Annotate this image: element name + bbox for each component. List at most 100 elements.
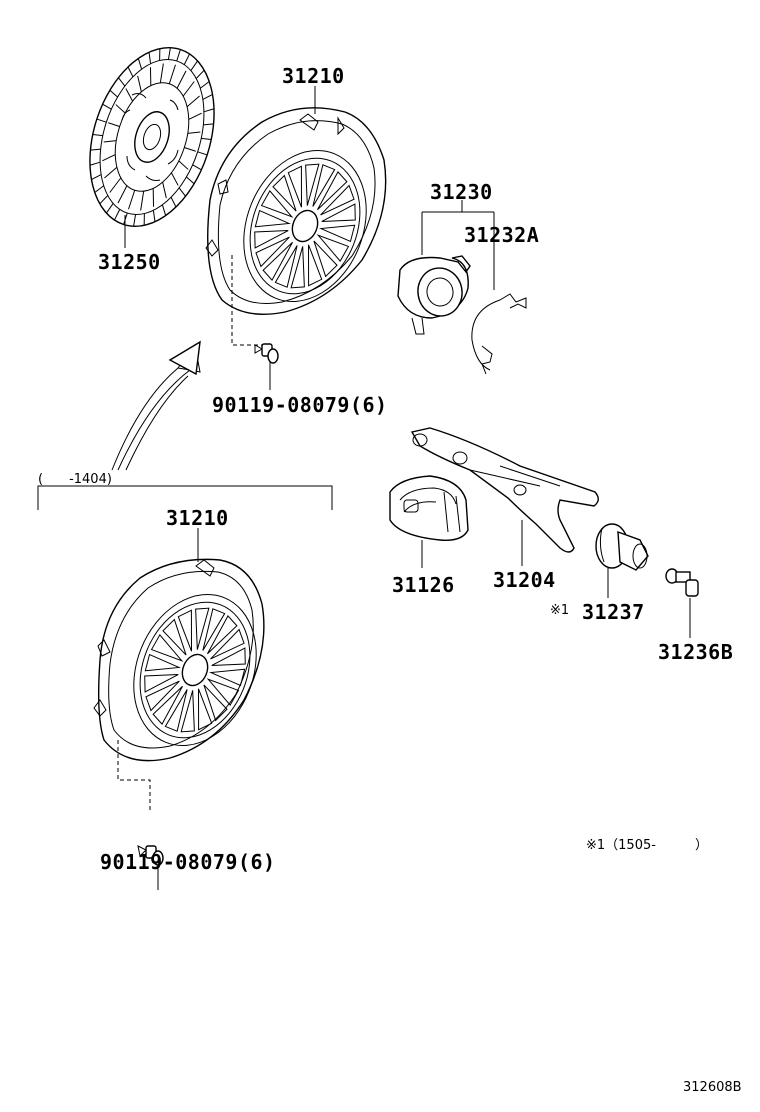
disc-facing-line xyxy=(186,95,200,108)
disc-tooth xyxy=(178,187,186,197)
bolt-dash-bottom xyxy=(117,740,151,810)
illustration-ref: 312608B xyxy=(683,1080,742,1095)
disc-tooth xyxy=(118,77,126,87)
diaphragm-finger xyxy=(144,674,179,693)
disc-tooth xyxy=(186,176,195,185)
diaphragm-finger xyxy=(287,165,302,208)
label-31232a: 31232A xyxy=(464,223,540,247)
disc-tooth xyxy=(90,148,101,151)
boot-icon xyxy=(389,475,469,541)
diaphragm-finger xyxy=(144,653,181,672)
diaphragm-finger xyxy=(210,628,245,660)
disc-tooth xyxy=(203,108,215,113)
diaphragm-finger xyxy=(177,609,192,652)
disc-tooth xyxy=(176,49,181,62)
diaphragm-finger xyxy=(211,647,246,666)
diaphragm-finger xyxy=(254,230,289,249)
disc-tooth xyxy=(152,210,156,222)
disc-tooth xyxy=(137,58,143,70)
disc-facing-line xyxy=(162,181,167,199)
disc-facing-line xyxy=(117,185,128,204)
disc-facing-line xyxy=(104,166,118,179)
disc-tooth xyxy=(199,81,210,89)
disc-facing-line xyxy=(102,154,116,162)
diaphragm-finger xyxy=(162,618,187,656)
label-31210-top: 31210 xyxy=(282,64,345,88)
disc-tooth xyxy=(148,52,152,64)
diaphragm-finger xyxy=(320,184,355,216)
diaphragm-finger xyxy=(305,163,320,206)
disc-tooth xyxy=(96,118,107,123)
release-fork-icon xyxy=(410,427,599,553)
label-31126: 31126 xyxy=(392,573,455,597)
label-31230: 31230 xyxy=(430,180,493,204)
diaphragm-finger xyxy=(317,171,348,211)
diaphragm-finger xyxy=(254,209,291,228)
disc-facing-line xyxy=(128,190,136,210)
disc-facing-line xyxy=(187,131,201,134)
diaphragm-finger xyxy=(262,241,293,281)
disc-facing-line xyxy=(170,172,179,186)
label-31204: 31204 xyxy=(493,568,556,592)
disc-facing-line xyxy=(168,64,176,84)
disc-tooth xyxy=(190,60,198,71)
disc-tooth xyxy=(91,174,102,180)
date-range-top: ( -1404) xyxy=(38,472,112,487)
diaphragm-finger xyxy=(308,244,323,287)
diaphragm-finger xyxy=(198,688,213,731)
label-31236b: 31236B xyxy=(658,640,734,664)
disc-facing-line xyxy=(184,147,196,152)
diaphragm-finger xyxy=(272,174,297,212)
diaphragm-finger xyxy=(195,607,210,650)
disc-tooth xyxy=(201,137,212,140)
disc-facing-line xyxy=(103,140,117,143)
diaphragm-finger xyxy=(145,680,180,712)
disc-facing-line xyxy=(188,112,202,120)
label-bolt-bottom: 90119-08079(6) xyxy=(100,850,276,874)
disc-tooth xyxy=(183,53,191,65)
bolt-icon xyxy=(137,845,164,866)
diaphragm-finger xyxy=(180,690,195,733)
disc-facing-line xyxy=(140,191,145,211)
disc-facing-line xyxy=(182,81,195,97)
diaphragm-finger xyxy=(152,685,183,725)
diaphragm-finger xyxy=(274,245,298,288)
bolt-dash-top xyxy=(231,255,262,346)
diaphragm-finger xyxy=(316,234,350,262)
disc-tooth xyxy=(195,69,205,79)
arrow-head xyxy=(168,340,201,376)
pressure-plate-icon xyxy=(205,107,387,315)
disc-tooth xyxy=(94,185,105,193)
disc-tooth xyxy=(127,66,134,77)
stud-icon xyxy=(665,568,699,597)
diaphragm-finger xyxy=(202,608,226,651)
disc-tooth xyxy=(102,103,112,110)
disc-facing-line xyxy=(115,104,126,114)
pivot-icon xyxy=(595,523,649,571)
diaphragm-finger xyxy=(150,634,184,662)
mark-31237: ※1 xyxy=(550,603,570,618)
pressure-plate-icon xyxy=(93,558,265,762)
disc-facing-line xyxy=(108,122,120,127)
label-bolt-top: 90119-08079(6) xyxy=(212,393,388,417)
diaphragm-finger xyxy=(206,678,240,706)
disc-tooth xyxy=(133,214,137,227)
disc-facing-line xyxy=(159,63,164,83)
disc-tooth xyxy=(192,164,202,171)
release-bearing-icon xyxy=(397,255,471,335)
arrow-shaft xyxy=(111,367,189,471)
disc-tooth xyxy=(92,134,103,137)
footnote: ※1（1505- ） xyxy=(586,838,708,853)
diaphragm-finger xyxy=(321,203,356,222)
clip-icon xyxy=(471,293,527,375)
diaphragm-finger xyxy=(207,615,238,655)
diaphragm-finger xyxy=(290,246,305,289)
disc-tooth xyxy=(109,89,118,98)
diaphragm-finger xyxy=(312,164,336,207)
disc-tooth xyxy=(106,203,114,214)
disc-tooth xyxy=(89,161,101,166)
disc-tooth xyxy=(167,47,171,60)
diaphragm-finger xyxy=(164,689,188,732)
disc-tooth xyxy=(113,209,121,221)
